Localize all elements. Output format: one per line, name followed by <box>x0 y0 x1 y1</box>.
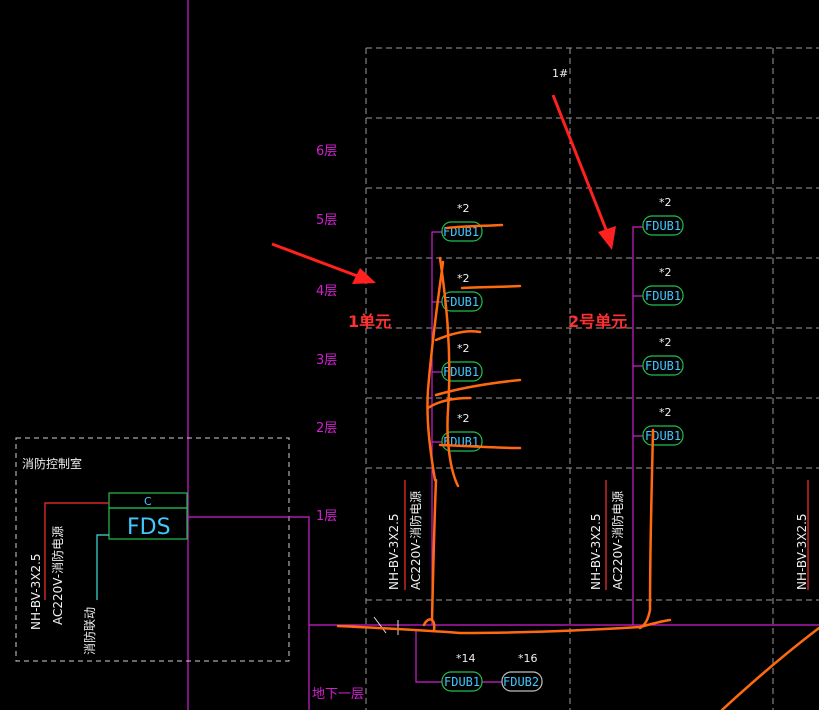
feeder-line <box>187 516 310 710</box>
orange-annotation-strokes <box>336 223 819 710</box>
svg-text:FDUB1: FDUB1 <box>645 219 681 233</box>
svg-text:FDUB1: FDUB1 <box>443 295 479 309</box>
unit2-cable-supply: AC220V-消防电源 <box>610 491 625 590</box>
basement-device-2[interactable]: FDUB2 *16 <box>501 652 543 692</box>
floor-label-3: 3层 <box>316 353 337 368</box>
svg-text:*2: *2 <box>659 196 672 209</box>
basement-device-1[interactable]: FDUB1 *14 <box>441 652 483 692</box>
floor-label-basement: 地下一层 <box>312 687 364 702</box>
svg-text:*2: *2 <box>659 336 672 349</box>
trunk-ticks <box>373 616 399 635</box>
unit1-cable-supply: AC220V-消防电源 <box>408 491 423 590</box>
svg-text:*16: *16 <box>518 652 538 665</box>
svg-text:FDUB1: FDUB1 <box>645 359 681 373</box>
svg-text:*2: *2 <box>457 202 470 215</box>
fds-panel-top-label: C <box>144 495 152 508</box>
svg-text:FDUB1: FDUB1 <box>645 429 681 443</box>
unit1-riser <box>431 231 442 625</box>
fds-panel-label: FDS <box>127 515 171 540</box>
svg-text:*2: *2 <box>659 406 672 419</box>
control-room-title: 消防控制室 <box>22 456 82 471</box>
panel-signal-wire <box>96 534 109 600</box>
unit1-label: 1单元 <box>348 312 391 331</box>
dashed-grid <box>365 47 819 710</box>
unit1-cable-spec: NH-BV-3X2.5 <box>387 513 401 590</box>
svg-text:FDUB1: FDUB1 <box>645 289 681 303</box>
red-arrow-unit1 <box>271 242 376 284</box>
svg-text:*2: *2 <box>457 412 470 425</box>
control-room-box <box>15 437 290 662</box>
building-label: 1# <box>552 67 568 80</box>
svg-text:*14: *14 <box>456 652 476 665</box>
unit1-device-5[interactable]: FDUB1 *2 <box>441 202 483 242</box>
floor-label-1: 1层 <box>316 509 337 524</box>
unit2-riser <box>632 226 643 625</box>
unit2-device-4[interactable]: FDUB1 *2 <box>642 266 684 306</box>
unit2-device-3[interactable]: FDUB1 *2 <box>642 336 684 376</box>
floor-labels: 6层 5层 4层 3层 2层 1层 地下一层 <box>312 144 364 702</box>
unit1-device-3[interactable]: FDUB1 *2 <box>441 342 483 382</box>
unit2-device-5[interactable]: FDUB1 *2 <box>642 196 684 236</box>
svg-text:FDUB2: FDUB2 <box>503 675 539 689</box>
fds-panel[interactable]: C FDS <box>108 492 188 540</box>
svg-text:FDUB1: FDUB1 <box>443 365 479 379</box>
floor-label-4: 4层 <box>316 284 337 299</box>
svg-text:*2: *2 <box>457 342 470 355</box>
control-cable-signal: 消防联动 <box>82 607 97 655</box>
red-arrow-unit2 <box>551 94 616 250</box>
floor-label-6: 6层 <box>316 144 337 159</box>
svg-text:*2: *2 <box>457 272 470 285</box>
svg-text:FDUB1: FDUB1 <box>444 675 480 689</box>
unit2-device-2[interactable]: FDUB1 *2 <box>642 406 684 446</box>
control-cable-spec: NH-BV-3X2.5 <box>29 553 43 630</box>
basement-branch <box>415 630 442 683</box>
unit1-device-4[interactable]: FDUB1 *2 <box>441 272 483 312</box>
unit2-cable-spec: NH-BV-3X2.5 <box>589 513 603 590</box>
unit2-label: 2号单元 <box>568 312 627 331</box>
floor-label-2: 2层 <box>316 421 337 436</box>
control-cable-supply: AC220V-消防电源 <box>50 526 65 625</box>
floor-label-5: 5层 <box>316 213 337 228</box>
svg-text:*2: *2 <box>659 266 672 279</box>
unit3-cable-spec: NH-BV-3X2.5 <box>795 513 809 590</box>
panel-power-wire <box>44 502 109 600</box>
